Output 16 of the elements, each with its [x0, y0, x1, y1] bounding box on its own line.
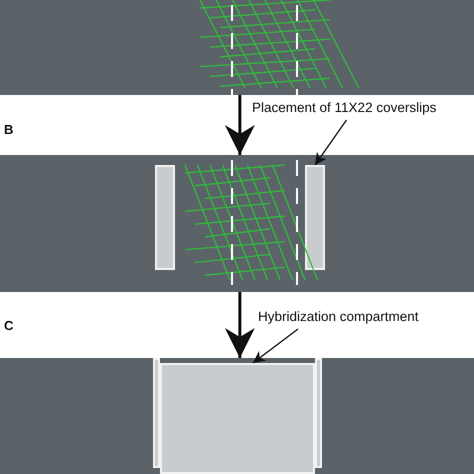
panel-letter: B — [4, 122, 14, 137]
panel-letter: C — [4, 318, 14, 333]
coverslip — [315, 358, 322, 468]
callout-text: Hybridization compartment — [258, 309, 458, 329]
slide-panel — [0, 0, 474, 95]
leader-line — [314, 120, 348, 166]
leader-line — [252, 328, 298, 364]
coverslip — [305, 165, 325, 270]
slide-panel — [0, 155, 474, 292]
coverslip — [155, 165, 175, 270]
slide-panel — [0, 358, 474, 474]
callout-text: Placement of 11X22 coverslips — [252, 100, 462, 120]
coverslip — [160, 363, 315, 474]
arrow — [224, 95, 255, 155]
coverslip — [153, 358, 160, 468]
arrow — [224, 292, 255, 358]
